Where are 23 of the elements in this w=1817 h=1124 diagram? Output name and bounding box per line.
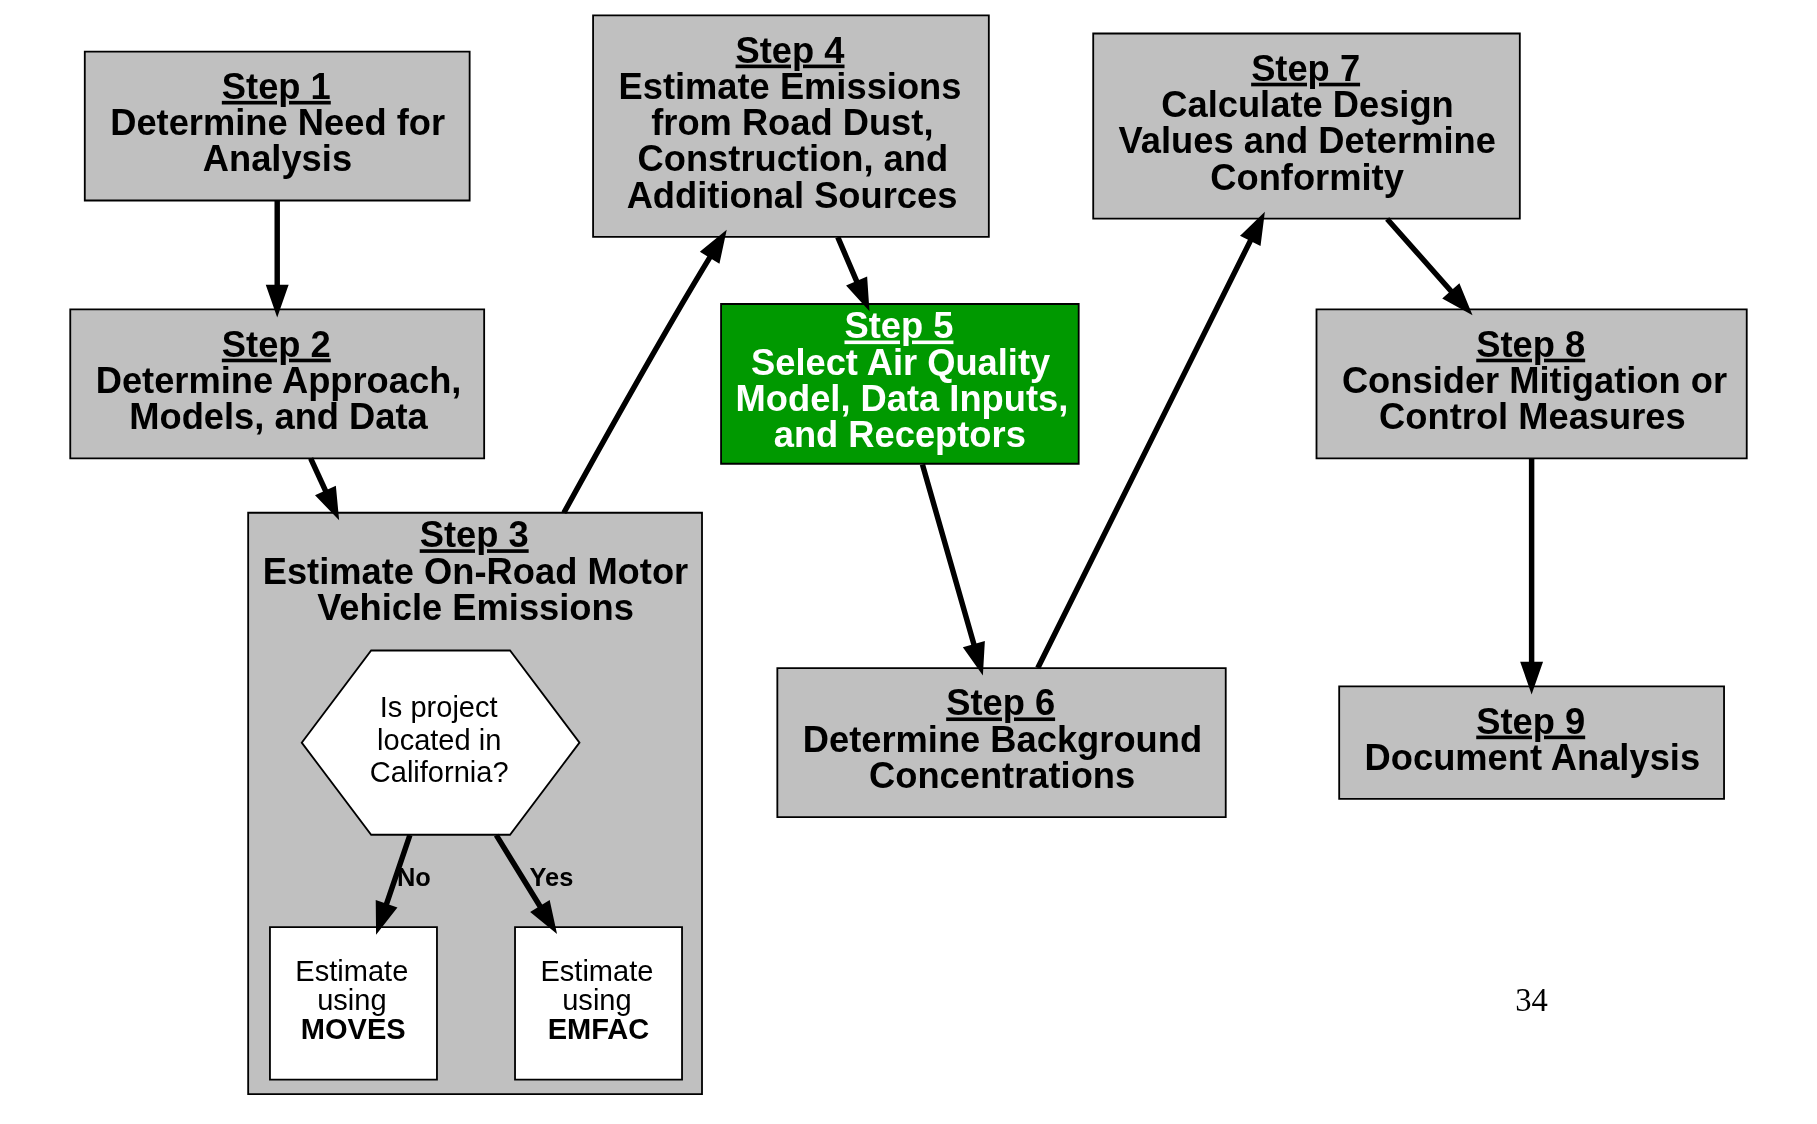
node-box: Step 2 Determine Approach, Models, and Data [69, 308, 486, 460]
arrow [493, 833, 558, 935]
arrow [308, 457, 340, 521]
arrow [1385, 217, 1473, 316]
arrow [265, 200, 289, 318]
arrow [1520, 458, 1544, 695]
node-box: Estimate using EMFAC [514, 926, 683, 1081]
node-box: Step 8 Consider Mitigation or Control Measures [1315, 308, 1748, 460]
edge-label: Yes [529, 862, 574, 891]
arrow [919, 463, 985, 676]
node-box: Estimate using MOVES [269, 926, 438, 1081]
node-box: Step 6 Determine Background Concentrations [776, 667, 1227, 818]
node-box: Step 4 Estimate Emissions from Road Dust, Construction, and Additional Sources [592, 14, 990, 238]
node-box: Step 5 Select Air Quality Model, Data Inputs, and Receptors [720, 303, 1080, 465]
arrow [1035, 211, 1265, 670]
node-box: Step 1 Determine Need for Analysis [83, 50, 471, 202]
arrow [561, 229, 727, 515]
node-box: Step 7 Calculate Design Values and Determine Conformity [1092, 32, 1521, 220]
edge-label: No [397, 862, 431, 891]
node-box: Step 9 Document Analysis [1338, 685, 1725, 800]
arrow [835, 236, 870, 312]
label: 34 [1515, 982, 1548, 1019]
arrow [375, 834, 413, 935]
